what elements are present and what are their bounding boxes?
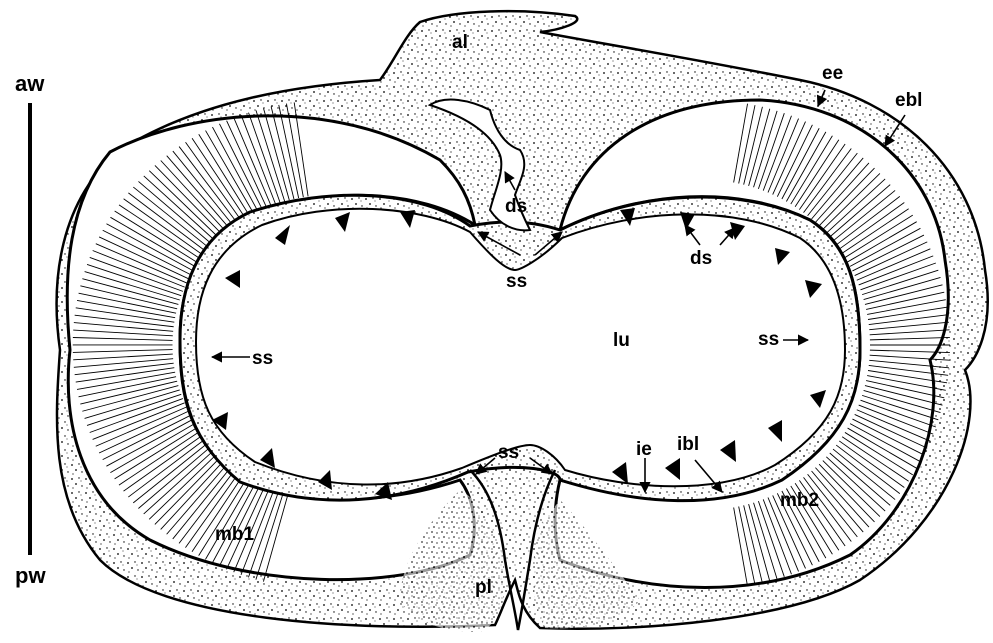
label-mb1: mb1: [215, 524, 255, 545]
label-al: al: [452, 32, 468, 53]
axis-label-aw: aw: [15, 71, 45, 96]
label-ss-top: ss: [506, 271, 527, 292]
label-ds-right: ds: [690, 248, 712, 269]
label-ss-left: ss: [252, 348, 273, 369]
label-ie: ie: [636, 439, 652, 460]
label-ebl: ebl: [895, 90, 922, 111]
label-ibl: ibl: [677, 434, 699, 455]
label-lu: lu: [613, 330, 630, 351]
label-ss-right: ss: [758, 329, 779, 350]
label-pl: pl: [475, 577, 492, 598]
label-ss-bottom: ss: [498, 442, 519, 463]
label-ee: ee: [822, 63, 843, 84]
label-mb2: mb2: [780, 490, 819, 511]
axis-label-pw: pw: [15, 563, 46, 588]
label-ds-top: ds: [505, 196, 527, 217]
